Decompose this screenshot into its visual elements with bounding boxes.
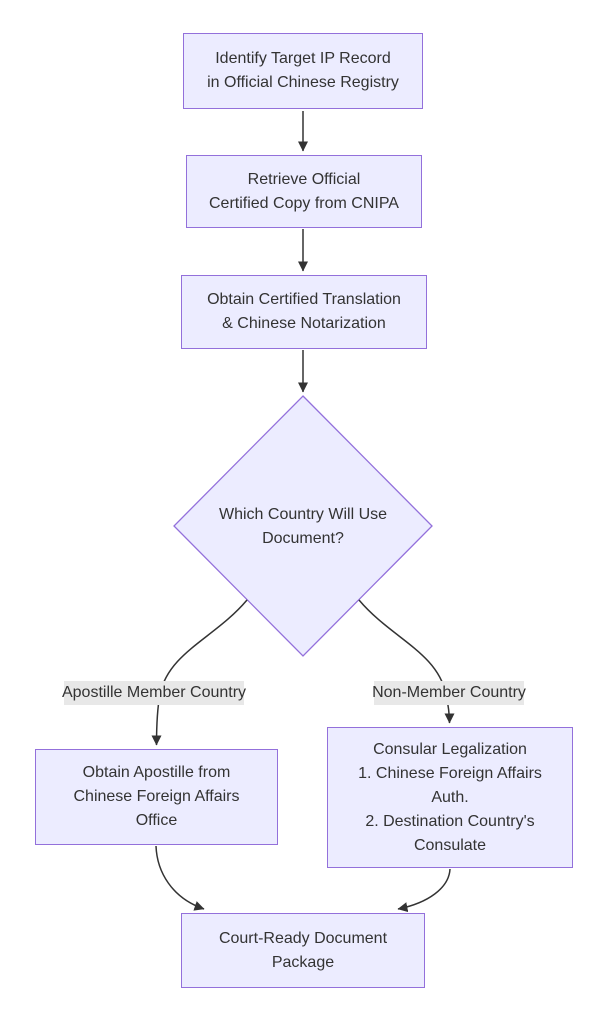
node-court-ready-package: Court-Ready Document Package <box>181 913 425 988</box>
node-consular-legalization: Consular Legalization 1. Chinese Foreign… <box>327 727 573 868</box>
node-certified-translation: Obtain Certified Translation & Chinese N… <box>181 275 427 349</box>
decision-diamond-shape <box>173 395 433 657</box>
edge-decision-to-apostille <box>151 599 248 746</box>
node-decision-country: Which Country Will Use Document? <box>218 506 388 547</box>
edge-consular-to-package <box>397 868 451 913</box>
node-obtain-apostille: Obtain Apostille from Chinese Foreign Af… <box>35 749 278 845</box>
edge-label-apostille-member: Apostille Member Country <box>62 681 246 705</box>
edge-apostille-to-package <box>155 845 205 911</box>
edge-label-non-member: Non-Member Country <box>372 681 526 705</box>
node-retrieve-certified-copy: Retrieve Official Certified Copy from CN… <box>186 155 422 228</box>
node-identify-ip-record: Identify Target IP Record in Official Ch… <box>183 33 423 109</box>
